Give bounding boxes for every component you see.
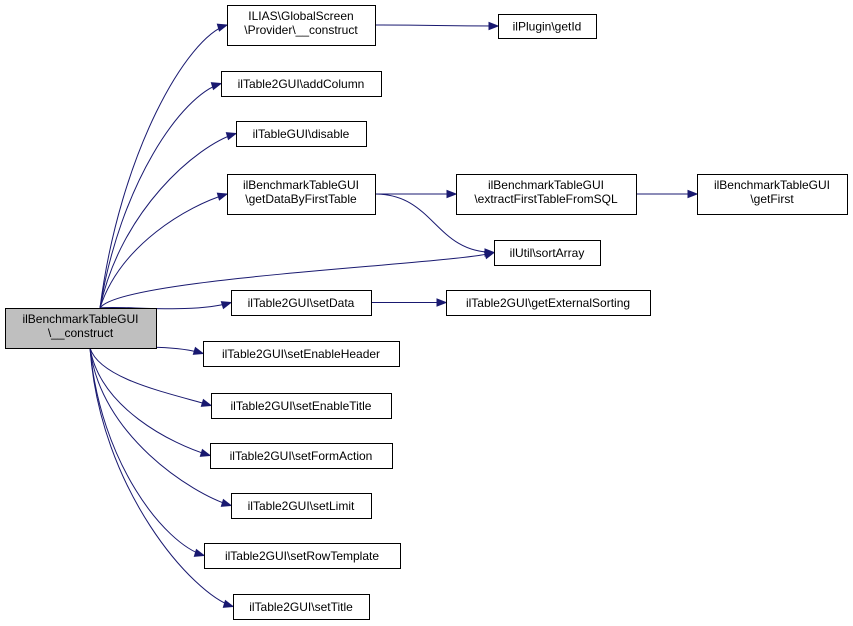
arrowhead-extractfirsttable <box>446 189 458 199</box>
edge-root-to-addcolumn <box>99 83 222 309</box>
node-label-setrowtemplate-line-1: ilTable2GUI\setRowTemplate <box>225 549 379 563</box>
edge-root-to-setdata <box>99 302 232 310</box>
node-label-setdata-line-1: ilTable2GUI\setData <box>248 296 355 310</box>
node-box-setenabletitle[interactable] <box>211 393 392 419</box>
node-label-settitle-line-1: ilTable2GUI\setTitle <box>249 600 353 614</box>
edge-root-to-gs_construct <box>99 24 228 309</box>
node-getexternalsorting[interactable]: ilTable2GUI\getExternalSorting <box>446 290 651 316</box>
node-extractfirsttable[interactable]: ilBenchmarkTableGUI\extractFirstTableFro… <box>456 174 637 215</box>
node-setdata[interactable]: ilTable2GUI\setData <box>231 290 372 316</box>
node-label-disable-line-1: ilTableGUI\disable <box>253 127 350 141</box>
arrowhead-getdatabyfirsttable <box>216 192 229 201</box>
node-label-setenableheader-line-1: ilTable2GUI\setEnableHeader <box>222 347 380 361</box>
node-box-getfirst[interactable] <box>697 174 848 215</box>
edge-gs_construct-to-plugin_getid <box>374 24 499 27</box>
node-label-root-line-2: \__construct <box>48 326 114 340</box>
node-label-getfirst-line-2: \getFirst <box>750 192 794 206</box>
node-label-getdatabyfirsttable-line-1: ilBenchmarkTableGUI <box>243 178 359 192</box>
arrowhead-setformaction <box>199 448 212 457</box>
arrowhead-setenabletitle <box>200 398 213 407</box>
node-box-getexternalsorting[interactable] <box>446 290 651 316</box>
node-box-settitle[interactable] <box>233 594 370 620</box>
node-box-extractfirsttable[interactable] <box>456 174 637 215</box>
edge-root-to-setformaction <box>89 347 211 456</box>
node-setenabletitle[interactable]: ilTable2GUI\setEnableTitle <box>211 393 392 419</box>
node-box-setenableheader[interactable] <box>203 341 400 367</box>
node-setlimit[interactable]: ilTable2GUI\setLimit <box>231 493 372 519</box>
edge-getdatabyfirsttable-to-sortarray <box>374 193 495 253</box>
node-sortarray[interactable]: ilUtil\sortArray <box>494 240 601 266</box>
arrowhead-setenableheader <box>192 346 205 355</box>
node-box-root[interactable] <box>5 308 157 349</box>
nodes-layer: ilBenchmarkTableGUI\__constructILIAS\Glo… <box>5 5 848 620</box>
node-label-extractfirsttable-line-1: ilBenchmarkTableGUI <box>488 178 604 192</box>
arrowhead-getexternalsorting <box>436 298 448 307</box>
node-label-setformaction-line-1: ilTable2GUI\setFormAction <box>230 449 373 463</box>
arrowhead-setlimit <box>220 498 233 507</box>
node-label-getdatabyfirsttable-line-2: \getDataByFirstTable <box>245 192 357 206</box>
node-gs_construct[interactable]: ILIAS\GlobalScreen\Provider\__construct <box>227 5 376 46</box>
node-box-plugin_getid[interactable] <box>498 14 597 39</box>
node-box-setlimit[interactable] <box>231 493 372 519</box>
node-setformaction[interactable]: ilTable2GUI\setFormAction <box>210 443 393 469</box>
edge-root-to-disable <box>99 133 237 309</box>
edge-root-to-setlimit <box>89 347 232 506</box>
arrowhead-setrowtemplate <box>193 548 206 557</box>
node-label-addcolumn-line-1: ilTable2GUI\addColumn <box>238 77 365 91</box>
edges-layer <box>89 21 699 608</box>
node-box-disable[interactable] <box>236 121 367 147</box>
node-label-setlimit-line-1: ilTable2GUI\setLimit <box>248 499 355 513</box>
node-box-setdata[interactable] <box>231 290 372 316</box>
node-label-setenabletitle-line-1: ilTable2GUI\setEnableTitle <box>231 399 372 413</box>
node-getfirst[interactable]: ilBenchmarkTableGUI\getFirst <box>697 174 848 215</box>
node-label-sortarray-line-1: ilUtil\sortArray <box>510 246 585 260</box>
node-addcolumn[interactable]: ilTable2GUI\addColumn <box>221 71 382 97</box>
arrowhead-disable <box>225 132 238 141</box>
node-box-addcolumn[interactable] <box>221 71 382 97</box>
node-label-getfirst-line-1: ilBenchmarkTableGUI <box>714 178 830 192</box>
node-box-getdatabyfirsttable[interactable] <box>227 174 376 215</box>
node-plugin_getid[interactable]: ilPlugin\getId <box>498 14 597 39</box>
node-box-setformaction[interactable] <box>210 443 393 469</box>
node-label-extractfirsttable-line-2: \extractFirstTableFromSQL <box>474 192 618 206</box>
node-label-root-line-1: ilBenchmarkTableGUI <box>22 312 138 326</box>
edge-root-to-sortarray <box>99 252 495 309</box>
edge-root-to-setenabletitle <box>89 347 212 406</box>
node-getdatabyfirsttable[interactable]: ilBenchmarkTableGUI\getDataByFirstTable <box>227 174 376 215</box>
arrowhead-addcolumn <box>210 82 223 91</box>
node-root[interactable]: ilBenchmarkTableGUI\__construct <box>5 308 157 349</box>
arrowhead-getfirst <box>687 189 699 199</box>
node-label-getexternalsorting-line-1: ilTable2GUI\getExternalSorting <box>466 296 630 310</box>
arrowhead-setdata <box>220 301 233 310</box>
node-label-gs_construct-line-1: ILIAS\GlobalScreen <box>248 9 353 23</box>
node-setrowtemplate[interactable]: ilTable2GUI\setRowTemplate <box>204 543 401 569</box>
node-box-gs_construct[interactable] <box>227 5 376 46</box>
arrowhead-sortarray <box>484 248 496 257</box>
edge-root-to-getdatabyfirsttable <box>99 193 228 309</box>
arrowhead-plugin_getid <box>488 21 500 31</box>
node-disable[interactable]: ilTableGUI\disable <box>236 121 367 147</box>
node-label-plugin_getid-line-1: ilPlugin\getId <box>513 20 582 34</box>
edge-root-to-settitle <box>89 347 234 607</box>
arrowhead-gs_construct <box>216 23 229 32</box>
node-setenableheader[interactable]: ilTable2GUI\setEnableHeader <box>203 341 400 367</box>
edge-root-to-setrowtemplate <box>89 347 205 556</box>
node-box-sortarray[interactable] <box>494 240 601 266</box>
node-label-gs_construct-line-2: \Provider\__construct <box>244 23 358 37</box>
arrowhead-settitle <box>222 599 235 608</box>
node-settitle[interactable]: ilTable2GUI\setTitle <box>233 594 370 620</box>
node-box-setrowtemplate[interactable] <box>204 543 401 569</box>
